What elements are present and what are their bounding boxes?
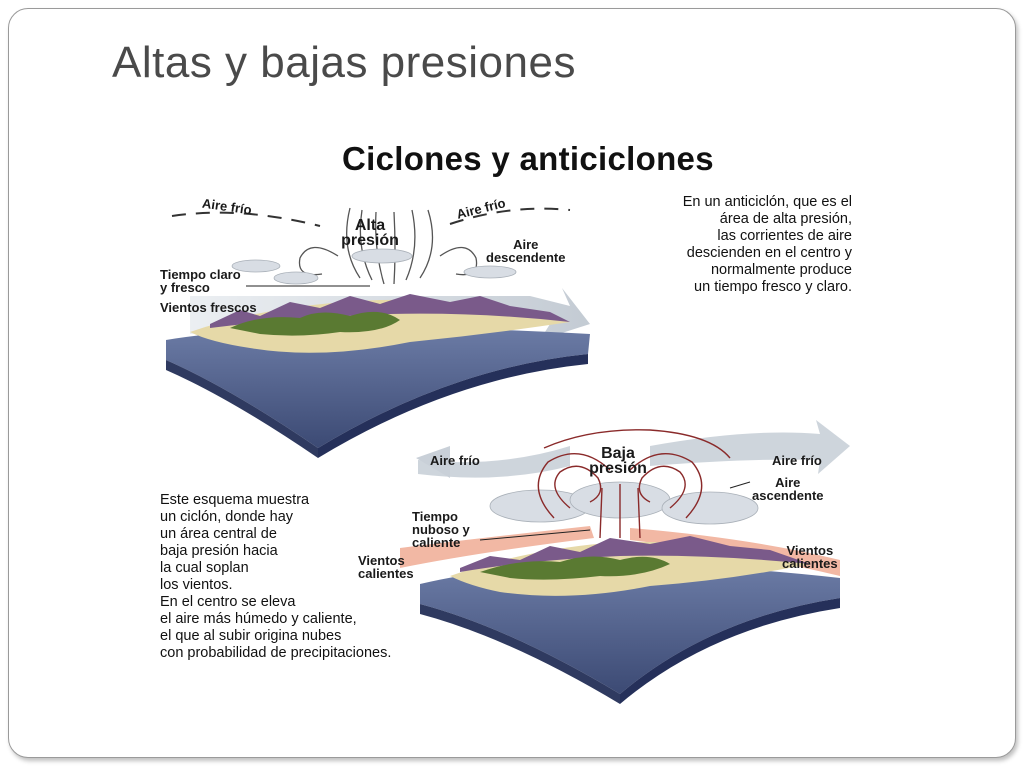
label-cold-air-right-bottom: Aire frío (772, 453, 822, 468)
cyclone-slab-side-right (620, 598, 840, 704)
label-cold-air-left-bottom: Aire frío (430, 453, 480, 468)
cyclone-pointer-lines (479, 481, 751, 541)
cyclone-description: Este esquema muestra un ciclón, donde ha… (160, 492, 392, 661)
anticyclone-block (166, 207, 590, 458)
cyclone-block (400, 420, 850, 704)
label-cool-winds: Vientos frescos (160, 300, 257, 315)
cyclone-vegetation (480, 556, 670, 580)
cyclone-air-arrow-left-head (416, 446, 450, 478)
cyclone-air-arrow-left (418, 446, 570, 478)
cyclone-ocean (420, 564, 840, 694)
label-cloudy-weather: Tiempo nuboso y caliente (412, 509, 470, 550)
label-descending-air: Aire descendente (486, 237, 566, 265)
slide-title: Altas y bajas presiones (112, 38, 576, 87)
anticyclone-slab-side (166, 360, 318, 458)
diagram-title: Ciclones y anticiclones (342, 140, 714, 177)
cyclone-warm-band-left (400, 526, 594, 568)
cyclone-air-arrow-right (650, 420, 850, 474)
diagram-figure: Ciclones y anticiclones En un anticiclón… (150, 128, 870, 708)
diagram-illustration (166, 207, 850, 704)
anticyclone-mountains (210, 294, 570, 328)
label-high-pressure: Alta presión (341, 217, 399, 249)
anticyclone-slab-side-right (318, 354, 588, 458)
anticyclone-ocean (166, 327, 590, 448)
label-clear-weather: Tiempo claro y fresco (160, 267, 241, 295)
anticyclone-flow-lines (171, 207, 571, 227)
anticyclone-clouds (231, 248, 517, 285)
cyclone-vortex (537, 429, 731, 539)
cyclone-mountains (460, 536, 810, 572)
cyclone-slab-side (420, 604, 620, 704)
label-warm-winds-left: Vientos calientes (358, 553, 414, 581)
cyclone-clouds (489, 481, 759, 525)
label-low-pressure: Baja presión (589, 445, 647, 477)
label-warm-winds-right: Vientos calientes (782, 543, 838, 571)
label-ascending-air: Aire ascendente (752, 475, 824, 503)
anticyclone-vegetation (230, 311, 400, 336)
anticyclone-description: En un anticiclón, que es el área de alta… (682, 194, 852, 295)
